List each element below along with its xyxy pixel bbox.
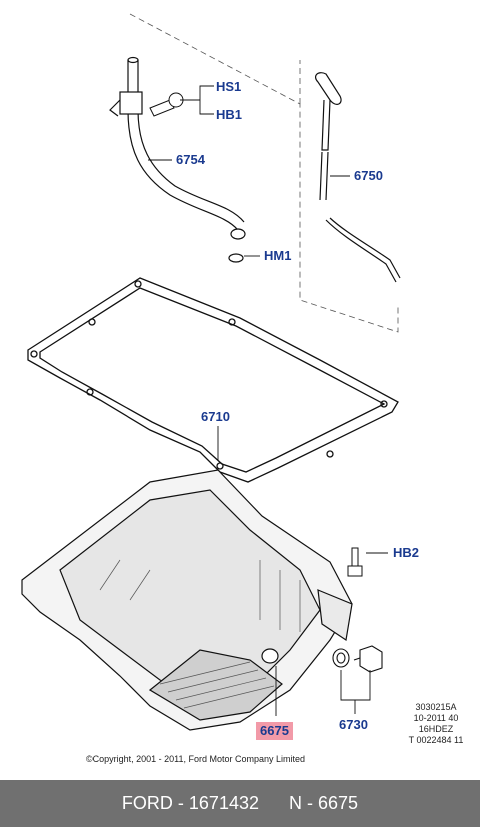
meta-line-2: 10-2011 40: [413, 713, 459, 723]
oil-pan: [21, 469, 353, 731]
callout-hb1: HB1: [216, 107, 243, 122]
meta-block: 3030215A 10-2011 40 16HDEZ T 0022484 11: [404, 702, 468, 746]
callout-hs1: HS1: [216, 79, 242, 94]
dipstick: [314, 72, 401, 283]
dipstick-tube: [109, 56, 246, 263]
meta-line-1: 3030215A: [415, 702, 457, 712]
footer-bar: FORD - 1671432 N - 6675: [0, 780, 480, 827]
bolt-hs1: [149, 92, 184, 117]
footer-ref: N - 6675: [289, 793, 359, 813]
bolt-hb2: [347, 547, 363, 577]
meta-line-3: 16HDEZ: [418, 724, 454, 734]
reference-lines: [129, 13, 399, 333]
footer-brand-part: FORD - 1671432: [121, 793, 259, 813]
callout-6710: 6710: [201, 409, 230, 424]
drain-plug: [332, 645, 383, 673]
callout-6750: 6750: [354, 168, 383, 183]
meta-line-4: T 0022484 11: [408, 735, 464, 745]
callout-hb2: HB2: [393, 545, 420, 560]
copyright-notice: ©Copyright, 2001 - 2011, Ford Motor Comp…: [86, 754, 306, 764]
callout-hm1: HM1: [264, 248, 292, 263]
oil-pan-gasket: [27, 277, 399, 483]
callout-6754: 6754: [176, 152, 205, 167]
exploded-parts-diagram: [21, 13, 401, 731]
callout-6675-highlighted: 6675: [256, 722, 293, 740]
leader-lines: [148, 85, 388, 716]
callout-6730: 6730: [339, 717, 368, 732]
footer-spacer: [259, 793, 289, 814]
